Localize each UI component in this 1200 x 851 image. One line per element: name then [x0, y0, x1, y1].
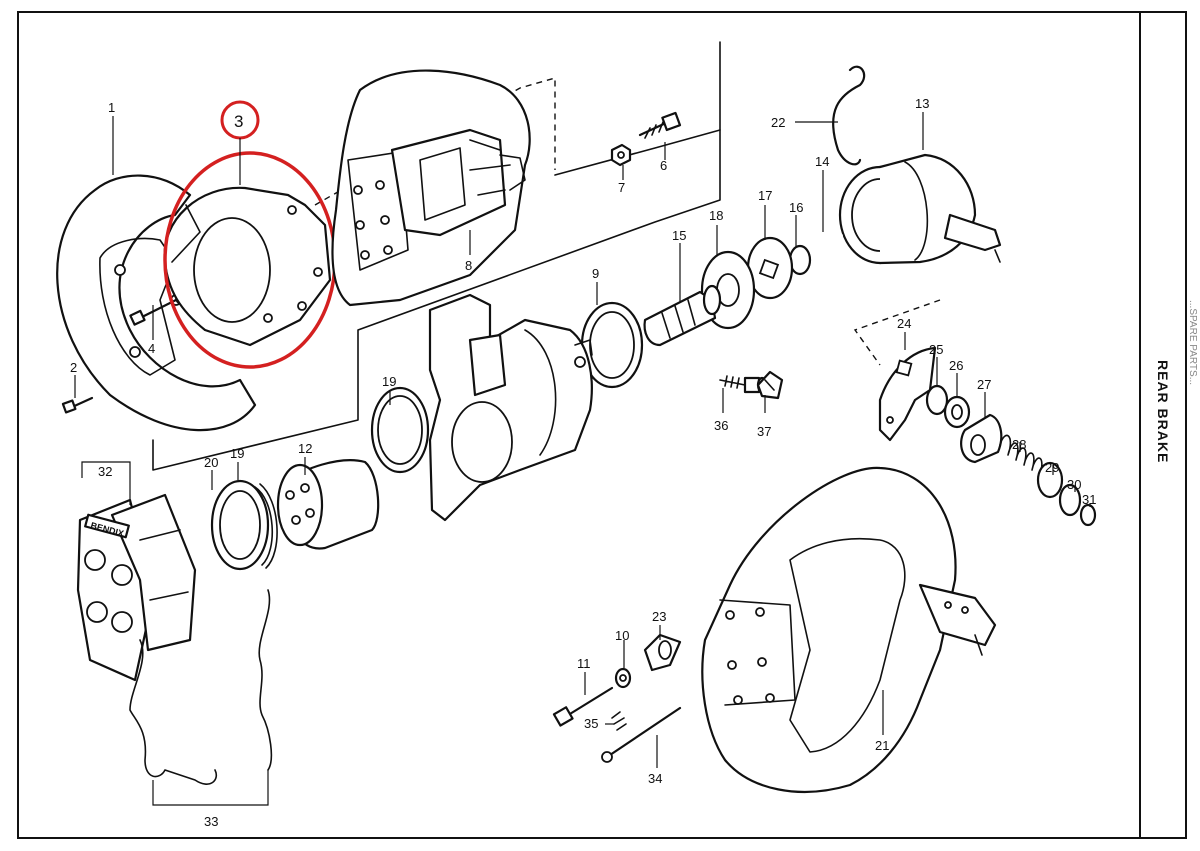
callout-3: 3	[234, 112, 243, 131]
callout-7: 7	[618, 180, 625, 195]
part-32-brake-pads: BENDIX	[76, 493, 197, 682]
callout-21: 21	[875, 738, 889, 753]
part-24-lever	[878, 346, 937, 442]
part-15-screw-shaft	[643, 284, 722, 347]
callout-35: 35	[584, 716, 598, 731]
part-30-washer	[1058, 483, 1082, 517]
callout-20: 20	[204, 455, 218, 470]
assembly-boundary	[152, 41, 721, 471]
part-23-bushing	[643, 633, 682, 672]
part-17-plate	[746, 236, 794, 300]
callout-25: 25	[929, 342, 943, 357]
part-11-bolt	[552, 686, 614, 727]
callout-19-lower: 19	[230, 446, 244, 461]
part-19-seal	[370, 386, 430, 474]
part-28-spring	[999, 434, 1043, 476]
callout-27: 27	[977, 377, 991, 392]
callout-labels: 1 2 3 4 6 7 8 9 10 11 12 13 14 15 16 17 …	[70, 96, 1096, 829]
callout-15: 15	[672, 228, 686, 243]
callout-29: 29	[1045, 460, 1059, 475]
assembly-boundary-upper	[554, 129, 721, 176]
callout-12: 12	[298, 441, 312, 456]
part-19-20-boot	[210, 479, 278, 571]
callout-33: 33	[204, 814, 218, 829]
part-14-pin	[812, 233, 843, 253]
callout-28: 28	[1012, 437, 1026, 452]
page-frame	[17, 11, 1187, 839]
part-7-nut	[610, 143, 632, 167]
callout-9: 9	[592, 266, 599, 281]
part-9-seal	[580, 301, 644, 389]
callout-17: 17	[758, 188, 772, 203]
callout-13: 13	[915, 96, 929, 111]
callout-23: 23	[652, 609, 666, 624]
callout-2: 2	[70, 360, 77, 375]
part-22-spring-clip	[832, 65, 866, 166]
leader-lines	[74, 112, 1091, 806]
part-3-hub	[163, 186, 332, 347]
part-25-washer	[925, 384, 949, 416]
callout-31: 31	[1082, 492, 1096, 507]
callout-24: 24	[897, 316, 911, 331]
part-29-washer	[1036, 461, 1064, 499]
part-34-pin	[601, 706, 682, 763]
callout-6: 6	[660, 158, 667, 173]
part-27-sleeve	[960, 413, 1003, 464]
callout-4: 4	[148, 341, 155, 356]
part-35-clip	[611, 711, 627, 731]
part-33-springs	[129, 589, 273, 785]
part-6-bolt	[638, 111, 682, 139]
callout-8: 8	[465, 258, 472, 273]
part-26-bush	[943, 395, 971, 429]
callout-30: 30	[1067, 477, 1081, 492]
callout-10: 10	[615, 628, 629, 643]
leader-dashed-hub	[314, 77, 556, 206]
part-10-washer	[614, 667, 632, 689]
callout-19-upper: 19	[382, 374, 396, 389]
part-31-circlip	[1079, 503, 1097, 527]
section-title: REAR BRAKE	[1155, 360, 1171, 463]
part-13-actuator	[838, 153, 1002, 265]
callout-34: 34	[648, 771, 662, 786]
callout-26: 26	[949, 358, 963, 373]
callout-14: 14	[815, 154, 829, 169]
part-12-piston	[276, 459, 380, 550]
leader-dashed-lever	[853, 299, 941, 366]
callout-11: 11	[577, 656, 591, 671]
callout-32: 32	[98, 464, 112, 479]
callout-18: 18	[709, 208, 723, 223]
part-2-bolt	[61, 396, 94, 414]
callout-1: 1	[108, 100, 115, 115]
caliper-body	[428, 293, 593, 522]
callout-36: 36	[714, 418, 728, 433]
part-21-bracket	[701, 466, 997, 793]
margin-note: ...SPARE PARTS...	[1187, 300, 1198, 385]
part-8-caliper-assembly	[331, 69, 531, 307]
callout-37: 37	[757, 424, 771, 439]
callout-22: 22	[771, 115, 785, 130]
part-37-dust-cap	[756, 370, 784, 400]
callout-16: 16	[789, 200, 803, 215]
